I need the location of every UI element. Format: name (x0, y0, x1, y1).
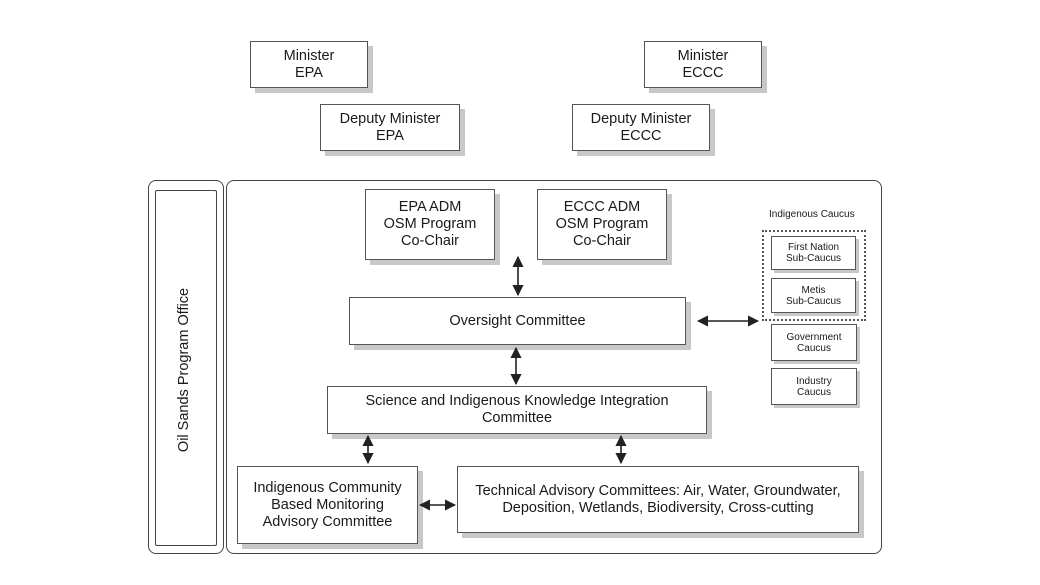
minister-eccc-box: Minister ECCC (644, 41, 762, 88)
main-frame (226, 180, 882, 554)
oversight-committee-label: Oversight Committee (449, 312, 586, 329)
technical-advisory-box: Technical Advisory Committees: Air, Wate… (457, 466, 859, 533)
epa-cochair-label: EPA ADM OSM Program Co-Chair (383, 199, 477, 249)
industry-caucus-box: Industry Caucus (771, 368, 857, 405)
government-caucus-label: Government Caucus (786, 331, 842, 354)
program-office-frame (148, 180, 224, 554)
eccc-cochair-label: ECCC ADM OSM Program Co-Chair (555, 199, 649, 249)
industry-caucus-label: Industry Caucus (796, 375, 832, 398)
metis-subcaucus-label: Metis Sub-Caucus (785, 284, 842, 307)
eccc-cochair-box: ECCC ADM OSM Program Co-Chair (537, 189, 667, 260)
first-nation-subcaucus-box: First Nation Sub-Caucus (771, 236, 856, 270)
epa-cochair-box: EPA ADM OSM Program Co-Chair (365, 189, 495, 260)
deputy-minister-eccc-box: Deputy Minister ECCC (572, 104, 710, 151)
icbm-committee-label: Indigenous Community Based Monitoring Ad… (253, 479, 402, 530)
deputy-minister-epa-label: Deputy Minister EPA (339, 110, 441, 144)
indigenous-caucus-title: Indigenous Caucus (769, 209, 855, 220)
deputy-minister-epa-box: Deputy Minister EPA (320, 104, 460, 151)
indigenous-caucus-group (762, 230, 866, 321)
technical-advisory-label: Technical Advisory Committees: Air, Wate… (475, 482, 841, 516)
icbm-committee-box: Indigenous Community Based Monitoring Ad… (237, 466, 418, 544)
deputy-minister-eccc-label: Deputy Minister ECCC (590, 110, 692, 144)
minister-epa-label: Minister EPA (283, 47, 335, 81)
sikic-box: Science and Indigenous Knowledge Integra… (327, 386, 707, 434)
government-caucus-box: Government Caucus (771, 324, 857, 361)
minister-epa-box: Minister EPA (250, 41, 368, 88)
sikic-label: Science and Indigenous Knowledge Integra… (365, 393, 669, 426)
program-office-inner-frame (155, 190, 217, 546)
metis-subcaucus-box: Metis Sub-Caucus (771, 278, 856, 313)
minister-eccc-label: Minister ECCC (677, 47, 729, 81)
first-nation-subcaucus-label: First Nation Sub-Caucus (785, 242, 842, 264)
oversight-committee-box: Oversight Committee (349, 297, 686, 345)
